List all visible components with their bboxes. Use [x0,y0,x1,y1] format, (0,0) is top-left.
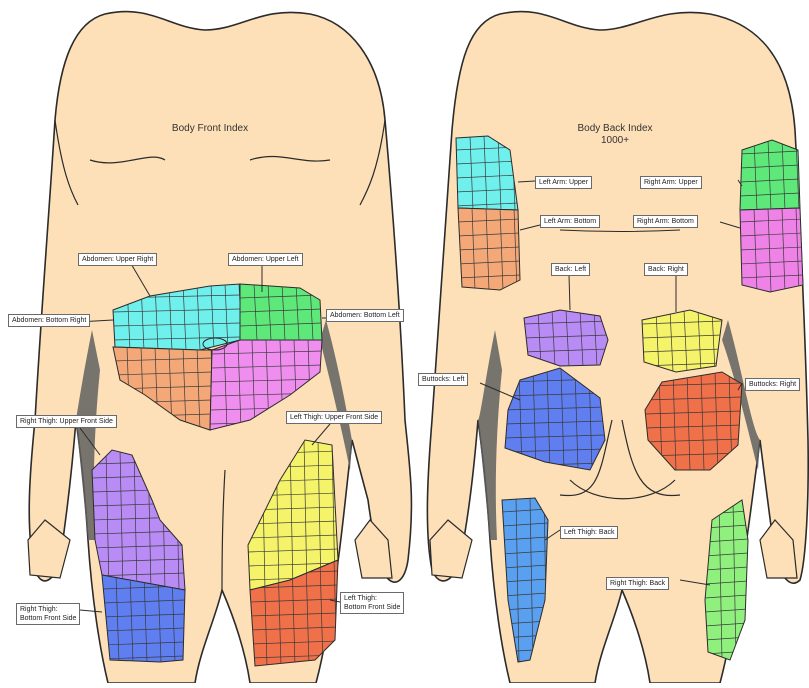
label-buttocks-left: Buttocks: Left [418,373,468,386]
label-abdomen-upper-right: Abdomen: Upper Right [78,253,157,266]
front-title: Body Front Index [150,123,270,135]
back-title-line-2: 1000+ [560,135,670,147]
back-title-line-1: Body Back Index [560,123,670,135]
label-left-thigh-bottom: Left Thigh: Bottom Front Side [340,592,404,614]
label-right-thigh-bottom: Right Thigh: Bottom Front Side [16,603,80,625]
label-back-right: Back: Right [644,263,688,276]
label-left-thigh-back: Left Thigh: Back [560,526,618,539]
zone-right-arm-upper[interactable] [740,140,800,210]
label-buttocks-right: Buttocks: Right [745,378,800,391]
label-left-thigh-upper: Left Thigh: Upper Front Side [286,411,382,424]
label-left-arm-bottom: Left Arm: Bottom [540,215,600,228]
zone-right-thigh-back[interactable] [705,500,748,660]
label-left-thigh-bottom-line-2: Bottom Front Side [344,603,400,612]
label-right-arm-bottom: Right Arm: Bottom [633,215,698,228]
label-abdomen-bottom-left: Abdomen: Bottom Left [326,309,404,322]
zone-back-right[interactable] [642,310,722,372]
label-left-thigh-bottom-line-1: Left Thigh: [344,594,400,603]
label-right-thigh-bottom-line-2: Bottom Front Side [20,614,76,623]
label-abdomen-upper-left: Abdomen: Upper Left [228,253,303,266]
label-right-arm-upper: Right Arm: Upper [640,176,702,189]
label-abdomen-bottom-right: Abdomen: Bottom Right [8,314,90,327]
label-back-left: Back: Left [551,263,590,276]
label-right-thigh-back: Right Thigh: Back [606,577,669,590]
label-left-arm-upper: Left Arm: Upper [535,176,592,189]
label-right-thigh-bottom-line-1: Right Thigh: [20,605,76,614]
label-right-thigh-upper: Right Thigh: Upper Front Side [16,415,117,428]
back-title: Body Back Index 1000+ [560,123,670,147]
